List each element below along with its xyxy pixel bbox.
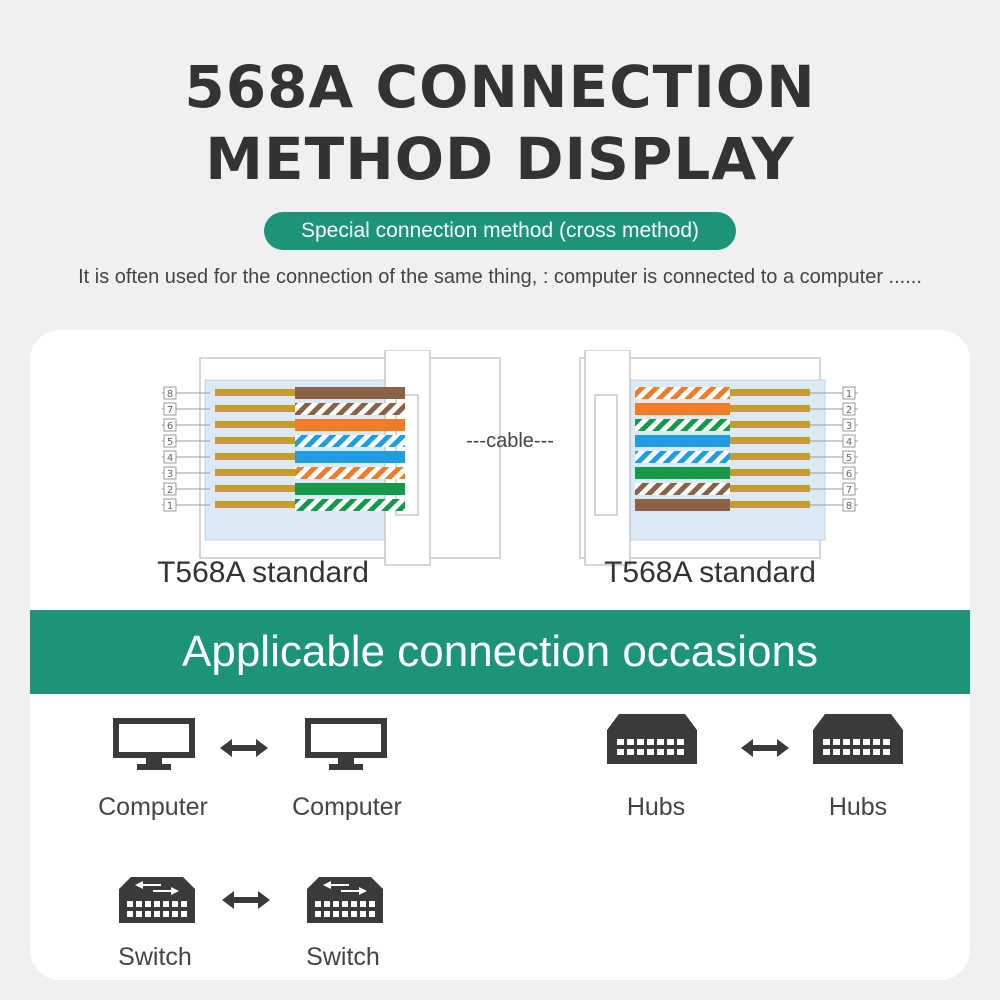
hub-icon xyxy=(813,714,903,764)
wire xyxy=(635,451,730,463)
pin-number-box xyxy=(842,434,856,448)
pin-number-box xyxy=(163,386,177,400)
right-standard-label: T568A standard xyxy=(604,556,816,589)
pin-number: 8 xyxy=(167,389,173,400)
double-arrow-icon xyxy=(741,739,789,757)
device-label: Computer xyxy=(292,793,402,821)
pin-number-box xyxy=(842,482,856,496)
pin-number: 4 xyxy=(846,437,852,448)
pin-number-box xyxy=(842,498,856,512)
hub-icon xyxy=(607,714,697,764)
left-rj45-connector: 8 7 6 5 4 3 2 1 xyxy=(162,350,501,566)
pin-number-box xyxy=(842,402,856,416)
pin-number-box xyxy=(163,466,177,480)
pin-number-box xyxy=(163,450,177,464)
right-rj45-connector: 1 2 3 4 5 6 7 8 xyxy=(579,350,858,566)
double-arrow-icon xyxy=(220,739,268,757)
wire xyxy=(295,483,405,495)
monitor-icon xyxy=(305,718,387,770)
wire xyxy=(295,467,405,479)
pin-number-box xyxy=(163,434,177,448)
device-label: Switch xyxy=(118,943,192,971)
occasions-banner: Applicable connection occasions xyxy=(30,610,970,694)
wire xyxy=(635,435,730,447)
method-badge: Special connection method (cross method) xyxy=(264,212,736,250)
wire xyxy=(295,403,405,415)
wire xyxy=(635,419,730,431)
wire xyxy=(635,483,730,495)
pin-number: 1 xyxy=(846,389,852,400)
pin-number-box xyxy=(163,402,177,416)
pin-number: 7 xyxy=(167,405,173,416)
diagram-card: 8 7 6 5 4 3 2 1 T568A standard ---cable--- 1 2 3 4… xyxy=(30,330,970,980)
switch-icon xyxy=(307,877,383,923)
pin-number: 3 xyxy=(846,421,852,432)
pin-number: 6 xyxy=(167,421,173,432)
cable-label: ---cable--- xyxy=(466,430,554,452)
pin-number: 2 xyxy=(167,485,173,496)
device-label: Hubs xyxy=(626,793,686,821)
device-label: Switch xyxy=(306,943,380,971)
pin-number-box xyxy=(842,450,856,464)
wire xyxy=(295,387,405,399)
wire xyxy=(635,387,730,399)
pin-number-box xyxy=(163,482,177,496)
pin-number: 8 xyxy=(846,501,852,512)
pin-number-box xyxy=(163,498,177,512)
switch-icon xyxy=(119,877,195,923)
wire xyxy=(635,403,730,415)
pin-number: 6 xyxy=(846,469,852,480)
pin-number: 2 xyxy=(846,405,852,416)
double-arrow-icon xyxy=(222,891,270,909)
pin-number: 1 xyxy=(167,501,173,512)
page-title-line-2: METHOD DISPLAY xyxy=(205,125,795,193)
pin-number: 4 xyxy=(167,453,173,464)
wire xyxy=(635,467,730,479)
pin-number-box xyxy=(163,418,177,432)
description-text: It is often used for the connection of t… xyxy=(78,266,922,288)
pin-number: 3 xyxy=(167,469,173,480)
wire xyxy=(295,451,405,463)
wire xyxy=(295,499,405,511)
wire xyxy=(295,419,405,431)
pin-number-box xyxy=(842,466,856,480)
pin-number-box xyxy=(842,386,856,400)
left-standard-label: T568A standard xyxy=(157,556,369,589)
monitor-icon xyxy=(113,718,195,770)
pin-number: 5 xyxy=(167,437,173,448)
pin-number: 7 xyxy=(846,485,852,496)
page-title-line-1: 568A CONNECTION xyxy=(184,53,816,121)
device-label: Hubs xyxy=(828,793,888,821)
wire xyxy=(635,499,730,511)
pin-number-box xyxy=(842,418,856,432)
pin-number: 5 xyxy=(846,453,852,464)
wire xyxy=(295,435,405,447)
device-label: Computer xyxy=(98,793,208,821)
